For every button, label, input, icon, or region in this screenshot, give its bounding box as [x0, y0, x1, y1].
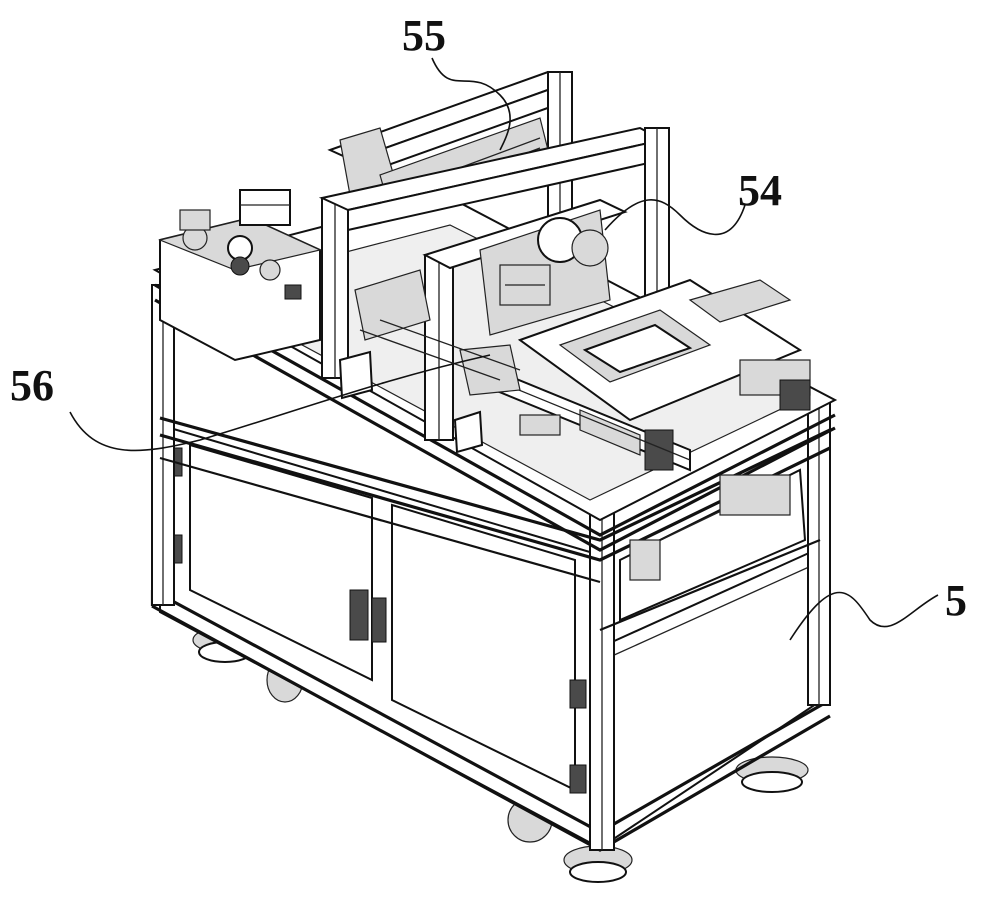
label-54: 54	[738, 166, 782, 215]
hinge	[569, 679, 587, 709]
label-55: 55	[402, 11, 446, 60]
leader-5	[789, 591, 939, 641]
transfer-module	[338, 269, 561, 454]
door-handle	[371, 597, 387, 643]
label-5: 5	[945, 576, 967, 625]
leader-54	[604, 199, 746, 236]
cabinet-door-left	[189, 443, 373, 682]
leader-56	[69, 354, 491, 452]
hinge	[569, 764, 587, 794]
door-handle	[349, 589, 369, 641]
leader-55	[431, 57, 511, 151]
left-module	[158, 189, 322, 362]
work-table	[459, 278, 811, 472]
label-56: 56	[10, 361, 54, 410]
